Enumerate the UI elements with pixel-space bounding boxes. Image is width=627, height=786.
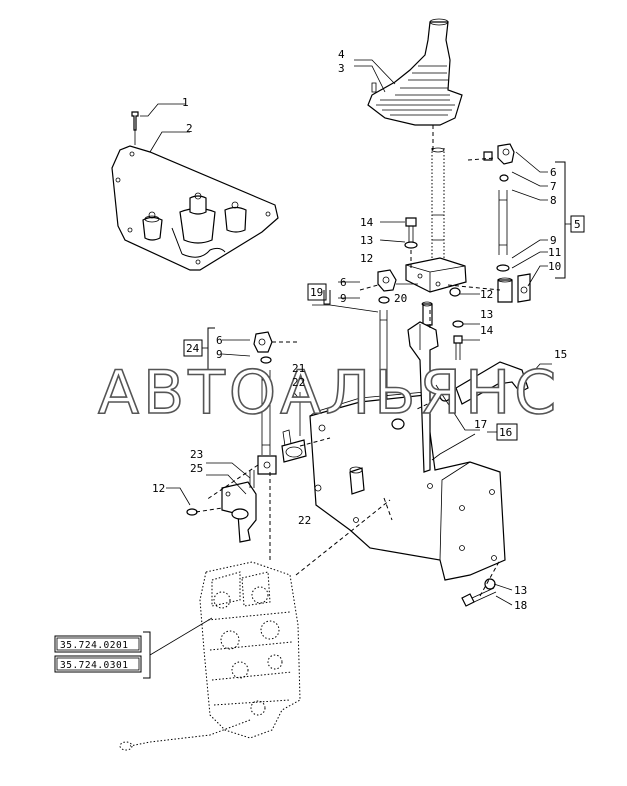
boxed-callouts: 5 19 24 16 bbox=[186, 218, 581, 439]
callout-11: 11 bbox=[548, 246, 561, 259]
bell-crank bbox=[431, 361, 552, 461]
main-bracket bbox=[309, 321, 506, 581]
callout-22b: 22 bbox=[298, 514, 311, 527]
callout-17: 17 bbox=[474, 418, 487, 431]
rod-assembly-19 bbox=[307, 269, 480, 499]
rod-assembly-24 bbox=[183, 327, 307, 475]
connection-lines bbox=[205, 310, 501, 597]
box-5: 5 bbox=[574, 218, 581, 231]
lever-block bbox=[379, 217, 480, 297]
control-valve bbox=[119, 470, 391, 751]
callout-12c: 12 bbox=[152, 482, 165, 495]
callout-2: 2 bbox=[186, 122, 193, 135]
callout-7: 7 bbox=[550, 180, 557, 193]
lower-left-bracket bbox=[166, 462, 257, 543]
callout-3: 3 bbox=[338, 62, 345, 75]
gear-lever-boot bbox=[354, 18, 463, 262]
ref-35-724-0201: 35.724.0201 bbox=[60, 640, 128, 651]
callout-25: 25 bbox=[190, 462, 203, 475]
box-16: 16 bbox=[499, 426, 512, 439]
reference-boxes: 35.724.0201 35.724.0301 bbox=[54, 635, 142, 673]
callout-8: 8 bbox=[550, 194, 557, 207]
box-24: 24 bbox=[186, 342, 200, 355]
callout-4: 4 bbox=[338, 48, 345, 61]
callout-14b: 14 bbox=[480, 324, 494, 337]
callout-13b: 13 bbox=[480, 308, 493, 321]
callout-20: 20 bbox=[394, 292, 407, 305]
callout-12a: 12 bbox=[360, 252, 373, 265]
callout-18: 18 bbox=[514, 599, 527, 612]
watermark: АВТОАЛЬЯНС bbox=[98, 358, 560, 428]
callout-15: 15 bbox=[554, 348, 567, 361]
callout-6b: 6 bbox=[340, 276, 347, 289]
box-19: 19 bbox=[310, 286, 323, 299]
ref-35-724-0301: 35.724.0301 bbox=[60, 660, 128, 671]
callout-10: 10 bbox=[548, 260, 561, 273]
callout-22a: 22 bbox=[292, 376, 305, 389]
callout-labels: 1 2 4 3 6 7 8 9 11 10 14 13 12 6 9 20 12… bbox=[152, 48, 567, 612]
control-plate bbox=[111, 103, 279, 271]
callout-12b: 12 bbox=[480, 288, 493, 301]
callout-9c: 9 bbox=[216, 348, 223, 361]
callout-21: 21 bbox=[292, 362, 305, 375]
callout-23: 23 bbox=[190, 448, 203, 461]
callout-1: 1 bbox=[182, 96, 189, 109]
rod-assembly-5 bbox=[447, 143, 585, 303]
callout-6c: 6 bbox=[216, 334, 223, 347]
callout-6a: 6 bbox=[550, 166, 557, 179]
callout-9a: 9 bbox=[550, 234, 557, 247]
callout-9b: 9 bbox=[340, 292, 347, 305]
callout-14a: 14 bbox=[360, 216, 374, 229]
callout-13c: 13 bbox=[514, 584, 527, 597]
callout-13a: 13 bbox=[360, 234, 373, 247]
